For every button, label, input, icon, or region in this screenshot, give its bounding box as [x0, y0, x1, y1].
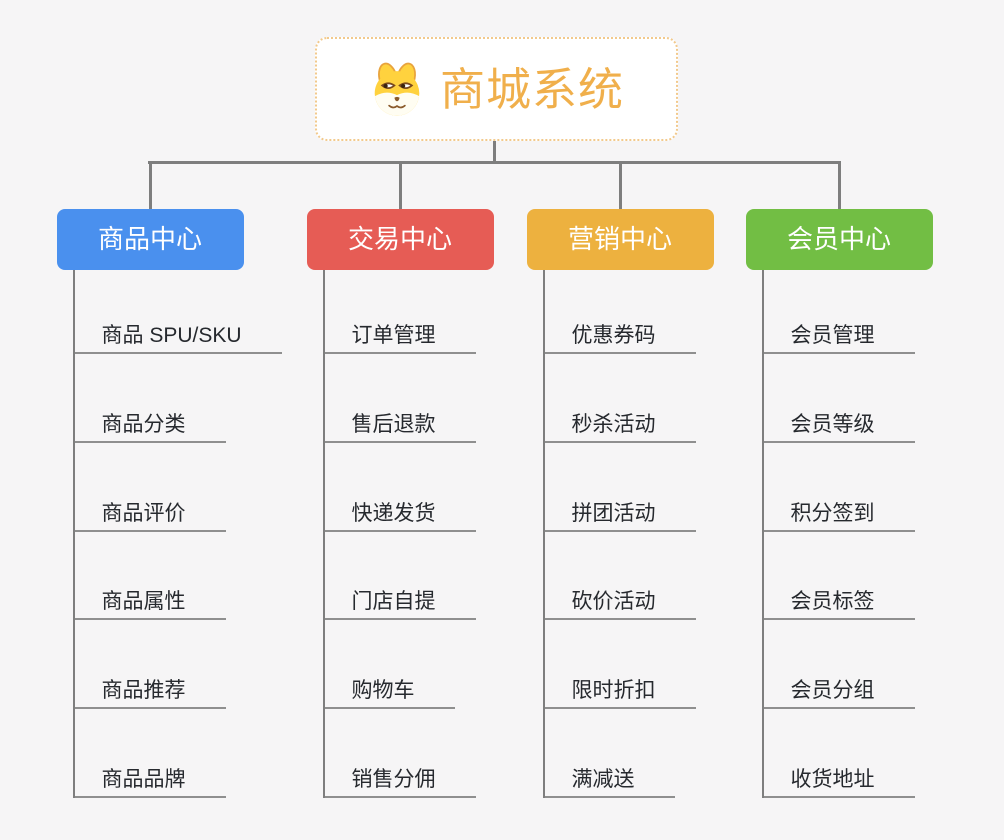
root-node[interactable]: 商城系统 [315, 37, 678, 141]
mindmap-item[interactable]: 销售分佣 [324, 756, 476, 798]
mindmap-item[interactable]: 砍价活动 [544, 578, 696, 621]
mindmap-item[interactable]: 商品评价 [74, 490, 226, 532]
dog-face-icon [374, 62, 420, 116]
connector-horizontal-bar [148, 161, 841, 164]
mindmap-item[interactable]: 会员管理 [763, 312, 915, 354]
connector-stub-member-center [837, 161, 841, 210]
connector-stub-trade-center [398, 161, 402, 210]
mindmap-item[interactable]: 限时折扣 [544, 667, 696, 710]
mindmap-item[interactable]: 满减送 [544, 756, 675, 798]
mindmap-item[interactable]: 优惠券码 [544, 312, 696, 354]
mindmap-item[interactable]: 门店自提 [324, 578, 476, 621]
mindmap-item[interactable]: 会员等级 [763, 401, 915, 443]
mindmap-item[interactable]: 商品品牌 [74, 756, 226, 798]
mindmap-item[interactable]: 商品分类 [74, 401, 226, 443]
branch-node-product-center[interactable]: 商品中心 [56, 209, 244, 270]
mindmap-item[interactable]: 商品 SPU/SKU [74, 312, 282, 354]
mindmap-item[interactable]: 秒杀活动 [544, 401, 696, 443]
branch-column-marketing-center: 优惠券码秒杀活动拼团活动砍价活动限时折扣满减送 [542, 270, 696, 798]
connector-root-stem [493, 141, 496, 162]
mindmap-item[interactable]: 收货地址 [763, 756, 915, 798]
mindmap-item[interactable]: 商品属性 [74, 578, 226, 621]
mindmap-item[interactable]: 购物车 [324, 667, 455, 710]
mindmap-item[interactable]: 积分签到 [763, 490, 915, 532]
mindmap-item[interactable]: 拼团活动 [544, 490, 696, 532]
branch-node-trade-center[interactable]: 交易中心 [306, 209, 494, 270]
mindmap-item[interactable]: 会员分组 [763, 667, 915, 710]
mindmap-item[interactable]: 快递发货 [324, 490, 476, 532]
mindmap-item[interactable]: 商品推荐 [74, 667, 226, 710]
connector-stub-marketing-center [618, 161, 622, 210]
mindmap-item[interactable]: 订单管理 [324, 312, 476, 354]
root-title: 商城系统 [439, 63, 624, 115]
branch-column-trade-center: 订单管理售后退款快递发货门店自提购物车销售分佣 [322, 270, 476, 798]
mindmap-item[interactable]: 会员标签 [763, 578, 915, 621]
branch-column-member-center: 会员管理会员等级积分签到会员标签会员分组收货地址 [761, 270, 915, 798]
connector-stub-product-center [148, 161, 152, 210]
branch-node-member-center[interactable]: 会员中心 [745, 209, 933, 270]
branch-column-product-center: 商品 SPU/SKU 商品分类商品评价商品属性商品推荐商品品牌 [72, 270, 282, 798]
mindmap-item[interactable]: 售后退款 [324, 401, 476, 443]
branch-node-marketing-center[interactable]: 营销中心 [526, 209, 714, 270]
